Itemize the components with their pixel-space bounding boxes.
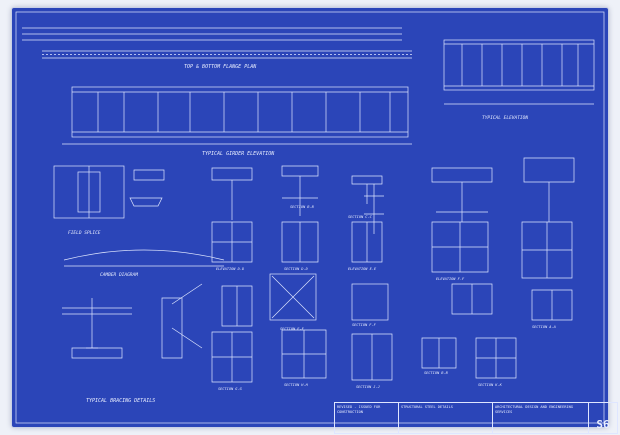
title-block-firm: ARCHITECTURAL DESIGN AND ENGINEERING SER…: [493, 403, 589, 433]
flange-plan-drawing: [22, 27, 412, 59]
detail-group-2: [211, 221, 573, 327]
title-block-revisions: REVISED - ISSUED FOR CONSTRUCTION: [335, 403, 399, 433]
truss-elevation-title: TYPICAL ELEVATION: [482, 115, 528, 121]
section-label: SECTION H-H: [284, 383, 309, 387]
section-label: SECTION G-G: [218, 387, 243, 391]
detail-group-3: [211, 329, 517, 383]
camber-diagram-curve: [63, 249, 225, 261]
sheet-number: S6: [596, 418, 610, 431]
section-label: ELEVATION E-E: [348, 267, 377, 271]
title-block: REVISED - ISSUED FOR CONSTRUCTION STRUCT…: [334, 402, 618, 434]
drawing-canvas: TOP & BOTTOM FLANGE PLAN TYPICAL GIRDER …: [15, 11, 605, 424]
section-label: SECTION B-B: [290, 205, 315, 209]
section-label: SECTION D-D: [284, 267, 308, 271]
section-label: SECTION E-E: [280, 327, 305, 331]
field-splice-title: FIELD SPLICE: [68, 230, 101, 236]
field-splice-drawing: [53, 165, 125, 219]
flange-plan-title: TOP & BOTTOM FLANGE PLAN: [184, 64, 257, 70]
section-label: SECTION C-C: [348, 215, 373, 219]
section-label: ELEVATION D-D: [216, 267, 244, 271]
bracing-details-title: TYPICAL BRACING DETAILS: [86, 398, 155, 404]
section-label: SECTION K-K: [478, 383, 503, 387]
section-label: SECTION B-B: [424, 371, 449, 375]
girder-elevation-drawing: [62, 86, 412, 145]
bracing-detail-drawing: [62, 283, 203, 359]
title-block-project: STRUCTURAL STEEL DETAILS: [399, 403, 493, 433]
sheet-border: [15, 11, 605, 424]
section-label: SECTION A-A: [532, 325, 556, 329]
section-label: ELEVATION F-F: [436, 277, 465, 281]
truss-elevation-drawing: [443, 39, 595, 105]
section-label: SECTION J-J: [356, 385, 380, 389]
camber-diagram-title: CAMBER DIAGRAM: [100, 272, 138, 278]
section-label: SECTION F-F: [352, 323, 377, 327]
girder-elevation-title: TYPICAL GIRDER ELEVATION: [202, 151, 275, 157]
detail-group-1: [129, 157, 575, 234]
blueprint-sheet: TOP & BOTTOM FLANGE PLAN TYPICAL GIRDER …: [12, 8, 618, 434]
